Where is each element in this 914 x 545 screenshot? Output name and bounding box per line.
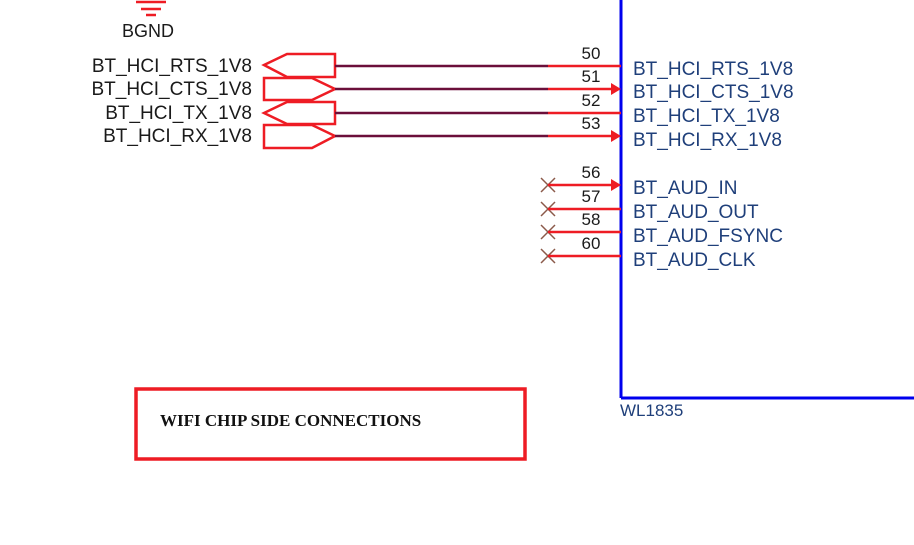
pin-name: BT_HCI_RX_1V8 [633, 130, 782, 151]
nc-row-aud-fsync: 58 BT_AUD_FSYNC [540, 210, 783, 247]
pin-number: 53 [582, 114, 601, 133]
port-symbol-output [262, 123, 338, 150]
pin-name: BT_HCI_TX_1V8 [633, 106, 780, 127]
pin-name: BT_AUD_CLK [633, 250, 756, 271]
net-label: BT_HCI_RTS_1V8 [92, 56, 252, 77]
port-symbol-input [261, 52, 337, 79]
pin-name: BT_HCI_CTS_1V8 [633, 82, 794, 103]
net-row-rx: BT_HCI_RX_1V8 53 BT_HCI_RX_1V8 [103, 114, 782, 151]
pin-number: 57 [582, 187, 601, 206]
pin-number: 56 [582, 163, 601, 182]
pin-name: BT_AUD_FSYNC [633, 226, 783, 247]
net-label: BT_HCI_RX_1V8 [103, 126, 252, 147]
ground-label: BGND [122, 21, 174, 41]
port-symbol-input [261, 100, 337, 126]
net-label: BT_HCI_TX_1V8 [105, 103, 252, 124]
pin-number: 58 [582, 210, 601, 229]
net-row-tx: BT_HCI_TX_1V8 52 BT_HCI_TX_1V8 [105, 91, 780, 127]
nc-row-aud-clk: 60 BT_AUD_CLK [540, 234, 756, 271]
port-symbol-output [262, 76, 338, 102]
net-row-cts: BT_HCI_CTS_1V8 51 BT_HCI_CTS_1V8 [91, 67, 793, 103]
pin-name: BT_AUD_OUT [633, 202, 759, 223]
pin-arrow [611, 130, 621, 142]
pin-arrow [611, 83, 621, 95]
net-label: BT_HCI_CTS_1V8 [91, 79, 252, 100]
pin-number: 52 [582, 91, 601, 110]
ground-symbol [136, 0, 166, 17]
pin-name: BT_AUD_IN [633, 178, 738, 199]
pin-name: BT_HCI_RTS_1V8 [633, 59, 793, 80]
nc-row-aud-in: 56 BT_AUD_IN [540, 163, 738, 199]
note-box [134, 387, 527, 461]
note-text: WIFI CHIP SIDE CONNECTIONS [160, 411, 421, 430]
pin-number: 50 [582, 44, 601, 63]
pin-number: 51 [582, 67, 601, 86]
component-ref: WL1835 [620, 401, 683, 420]
nc-row-aud-out: 57 BT_AUD_OUT [540, 187, 759, 223]
net-row-rts: BT_HCI_RTS_1V8 50 BT_HCI_RTS_1V8 [92, 44, 793, 80]
pin-number: 60 [582, 234, 601, 253]
pin-arrow [611, 179, 621, 191]
